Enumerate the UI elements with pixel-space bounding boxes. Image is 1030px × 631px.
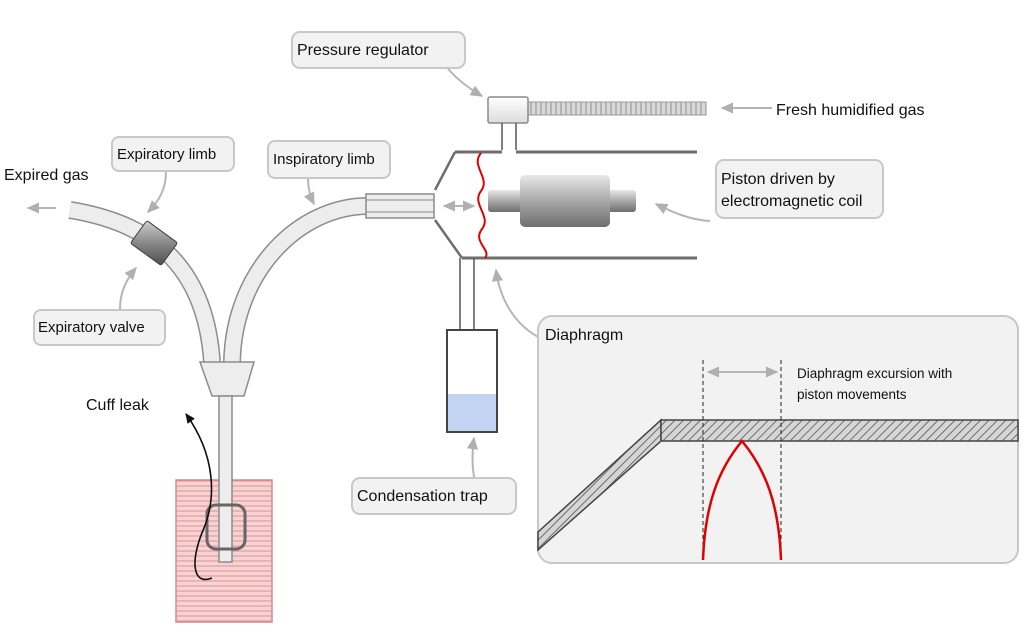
- condensation-trap-water: [447, 394, 497, 432]
- inspiratory-limb-label: Inspiratory limb: [273, 151, 375, 168]
- expiratory-limb-label: Expiratory limb: [117, 146, 216, 163]
- tube-cuff: [205, 503, 247, 551]
- piston-label-line2: electromagnetic coil: [721, 193, 862, 210]
- inspiratory-connector: [365, 193, 435, 219]
- y-piece: [198, 361, 256, 397]
- condensation-trap-vessel: [446, 329, 498, 433]
- expiratory-valve-label: Expiratory valve: [38, 319, 145, 336]
- piston-body: [520, 175, 610, 227]
- pressure-regulator-block: [487, 96, 529, 124]
- endotracheal-tube: [218, 395, 233, 563]
- expiratory-valve-block: [130, 220, 178, 266]
- diaphragm-label: Diaphragm: [545, 327, 623, 344]
- fresh-gas-label: Fresh humidified gas: [776, 102, 925, 119]
- inset-wall-horizontal: [660, 419, 1019, 442]
- diaphragm-excursion-arcs: [701, 439, 783, 561]
- diaphragm-wave: [476, 152, 488, 259]
- cuff-leak-arrow: [185, 413, 213, 581]
- piston-label-line1: Piston driven by: [721, 171, 835, 188]
- pressure-regulator-label: Pressure regulator: [297, 42, 429, 59]
- excursion-label-line2: piston movements: [797, 387, 907, 402]
- cuff-leak-label: Cuff leak: [86, 397, 150, 414]
- condensation-trap-label: Condensation trap: [357, 488, 488, 505]
- excursion-label-line1: Diaphragm excursion with: [797, 366, 952, 381]
- expired-gas-label: Expired gas: [4, 167, 89, 184]
- fresh-gas-tube: [527, 101, 707, 116]
